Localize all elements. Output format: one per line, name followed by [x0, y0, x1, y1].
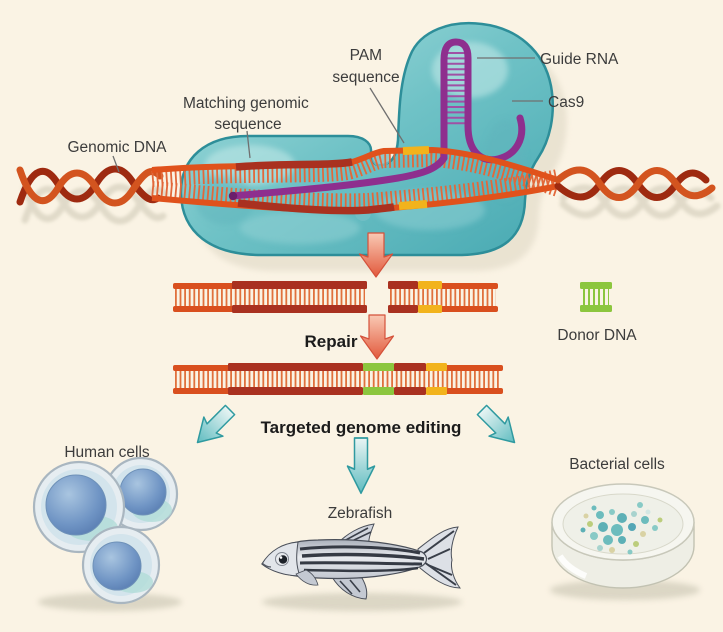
- bacterial-colonies: [580, 502, 663, 555]
- genomic-dna-strands: [151, 38, 561, 215]
- zebrafish-illustration: [261, 523, 462, 611]
- label-donor-dna: Donor DNA: [557, 327, 637, 344]
- matching-sequence-bottom: [237, 199, 395, 215]
- right-dna-helix: [554, 166, 721, 219]
- cut-dna-left-piece: [173, 281, 367, 313]
- repaired-dna: [173, 363, 503, 395]
- label-zebrafish: Zebrafish: [328, 505, 393, 522]
- donor-dna-icon: [580, 282, 612, 312]
- outcome-arrow-right: [476, 404, 516, 444]
- genomic-dna-pointer-line: [112, 155, 120, 173]
- cleavage-arrow: [358, 232, 394, 278]
- label-genomic-dna: Genomic DNA: [67, 139, 167, 156]
- label-guide-rna: Guide RNA: [540, 51, 619, 68]
- label-cas9: Cas9: [548, 94, 584, 111]
- label-matching-genomic-sequence: Matching genomic sequence: [183, 95, 313, 133]
- label-targeted-genome-editing: Targeted genome editing: [261, 418, 462, 437]
- outcome-arrow-left: [196, 404, 236, 444]
- label-repair: Repair: [305, 332, 358, 351]
- matching-sequence-pointer-line: [246, 130, 251, 159]
- repair-arrow: [359, 314, 395, 360]
- human-cells-illustration: [32, 456, 182, 611]
- matching-sequence-top: [235, 158, 353, 171]
- label-pam-sequence: PAM sequence: [332, 47, 399, 86]
- label-human-cells: Human cells: [64, 444, 150, 461]
- cas9-protein: [179, 21, 555, 257]
- left-dna-helix: [16, 165, 169, 225]
- pam-segment-top: [402, 146, 430, 155]
- petri-dish-illustration: [550, 483, 700, 600]
- cut-dna-right-piece: [388, 281, 498, 313]
- pam-pointer-line: [369, 87, 405, 144]
- outcome-arrow-middle: [346, 437, 376, 495]
- label-bacterial-cells: Bacterial cells: [569, 456, 665, 473]
- pam-segment-bottom: [398, 200, 428, 210]
